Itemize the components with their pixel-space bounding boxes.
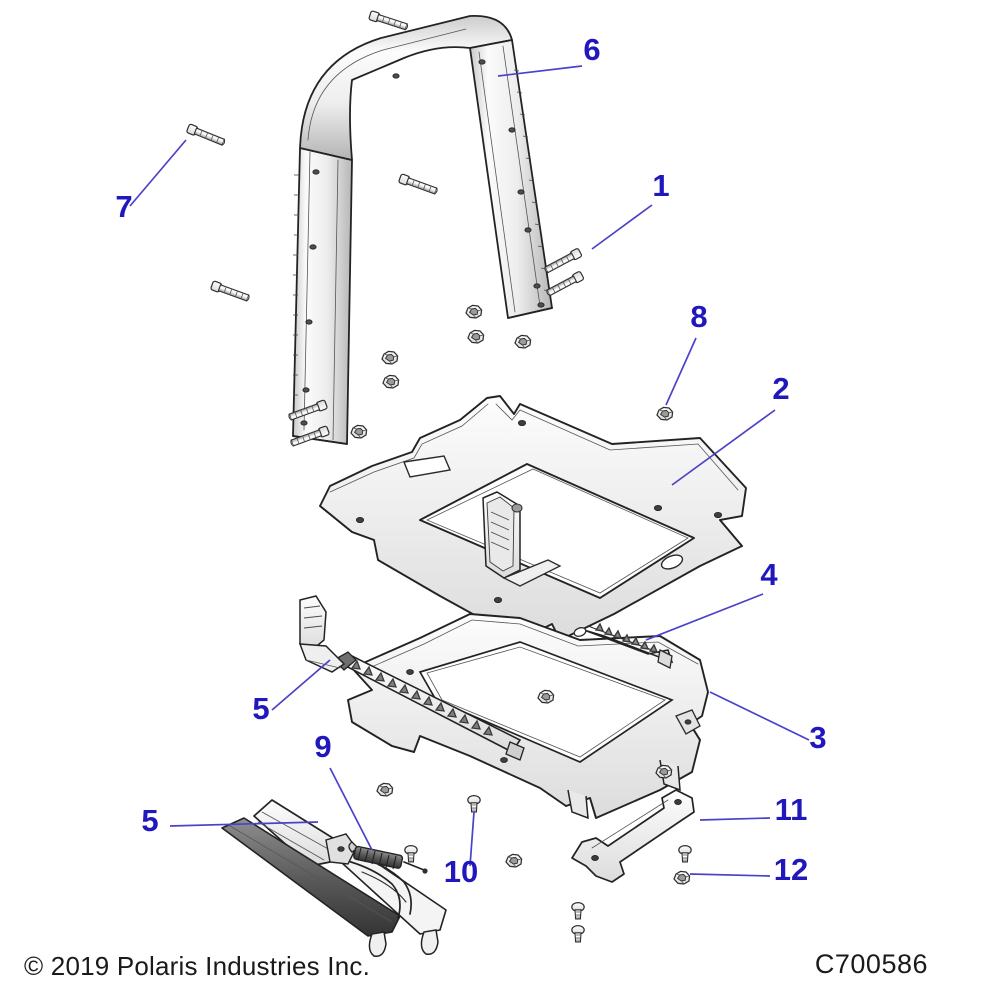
screw-lower-b xyxy=(678,844,692,863)
leader-5a xyxy=(271,659,331,711)
part-slide-release-handle-lower xyxy=(221,799,447,957)
part-seat-slide-lower-frame xyxy=(347,613,709,820)
callout-5-lower: 5 xyxy=(141,803,158,838)
part-hex-nut-12 xyxy=(673,870,691,885)
leader-3 xyxy=(709,691,810,741)
leader-10 xyxy=(469,811,475,867)
copyright-notice: © 2019 Polaris Industries Inc. xyxy=(24,951,370,981)
leader-7 xyxy=(129,139,187,207)
nut-frame-center xyxy=(537,689,555,704)
screw-lower-a xyxy=(404,844,418,863)
callout-10: 10 xyxy=(444,854,478,889)
nut-lower-b xyxy=(505,853,523,868)
leader-11 xyxy=(699,817,771,821)
screw-lower-c xyxy=(571,901,585,920)
bolt-upper-mid xyxy=(367,10,410,33)
leader-9 xyxy=(329,767,373,851)
callout-1: 1 xyxy=(652,168,669,203)
part-hex-flange-bolt-1a xyxy=(542,247,583,276)
part-extension-spring xyxy=(348,841,428,874)
fastener-cluster-upper xyxy=(185,10,674,449)
part-hex-flange-bolt-7 xyxy=(185,123,227,148)
latch-post-center xyxy=(482,491,562,587)
nut-d xyxy=(465,304,483,319)
callout-12: 12 xyxy=(774,852,808,887)
callout-3: 3 xyxy=(809,720,826,755)
leader-1 xyxy=(591,204,653,250)
nut-c xyxy=(350,424,368,439)
part-roll-bar-hoop xyxy=(292,15,553,445)
part-hex-flange-bolt-1b xyxy=(544,270,585,299)
callout-numbers: 1 2 3 4 5 5 6 7 8 9 10 11 12 xyxy=(115,32,826,889)
leader-2 xyxy=(671,409,776,486)
callout-4: 4 xyxy=(760,557,778,592)
nut-lower-c xyxy=(655,764,673,779)
leader-12 xyxy=(689,873,771,877)
callout-2: 2 xyxy=(772,371,789,406)
callout-11: 11 xyxy=(775,792,808,827)
callout-9: 9 xyxy=(314,729,331,764)
nut-lower-a xyxy=(376,782,394,797)
nut-b xyxy=(382,374,400,389)
screw-lower-d xyxy=(571,924,585,943)
callout-leaders xyxy=(129,65,810,877)
leader-8 xyxy=(665,337,697,406)
nut-a xyxy=(381,350,399,365)
bolt-left-mid xyxy=(209,280,252,304)
callout-6: 6 xyxy=(583,32,600,67)
drawing-id-label: C700586 xyxy=(814,949,928,979)
part-seat-base-plate xyxy=(319,395,747,641)
part-shoulder-screw-10 xyxy=(467,794,481,813)
callout-7: 7 xyxy=(115,189,132,224)
bolt-center-span xyxy=(397,173,440,197)
leader-6 xyxy=(497,65,583,77)
part-flange-nut-8 xyxy=(656,406,674,421)
nut-e xyxy=(467,329,485,344)
leader-5b xyxy=(169,821,319,827)
callout-8: 8 xyxy=(690,299,707,334)
slide-rail-toothed-left xyxy=(332,651,525,761)
part-slide-release-handle-upper xyxy=(298,595,346,673)
nut-f xyxy=(514,334,532,349)
part-cross-brace-bar xyxy=(571,789,695,883)
callout-5-upper: 5 xyxy=(252,691,269,726)
part-slide-latch-rail xyxy=(573,622,674,669)
leader-4 xyxy=(645,593,764,641)
